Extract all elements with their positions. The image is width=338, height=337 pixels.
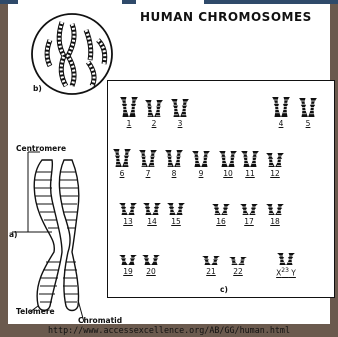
- chromosome-pair-20: [142, 255, 160, 265]
- chromosome-number-8: 8: [172, 169, 177, 178]
- chromosome-number-10: 10: [223, 169, 233, 178]
- chromosome-pair-2: [145, 100, 163, 117]
- panel-a-chromosome: [12, 152, 84, 322]
- chromosome-number-6: 6: [120, 169, 125, 178]
- chromosome-pair-X: [277, 253, 295, 265]
- chromosome-pair-16: [212, 204, 230, 215]
- centromere-label: Centromere: [16, 144, 66, 153]
- chromosome-number-4: 4: [279, 119, 284, 128]
- chromosome-pair-13: [119, 203, 137, 215]
- chromosome-number-17: 17: [244, 217, 254, 226]
- chromosome-number-19: 19: [123, 267, 133, 276]
- chromosome-number-X: X23 Y: [276, 267, 296, 278]
- chromosome-number-11: 11: [245, 169, 255, 178]
- chromosome-pair-22: [229, 257, 247, 265]
- chromosome-number-16: 16: [216, 217, 226, 226]
- panel-b-label: b): [33, 84, 42, 93]
- chromosome-number-2: 2: [152, 119, 157, 128]
- chromosome-pair-12: [266, 153, 284, 167]
- chromosome-pair-14: [143, 203, 161, 215]
- chromosome-pair-19: [119, 255, 137, 265]
- chromosome-number-15: 15: [171, 217, 181, 226]
- chromosome-pair-10: [219, 151, 237, 167]
- chromosome-pair-17: [240, 204, 258, 215]
- chromosome-pair-6: [113, 149, 131, 167]
- chromosome-number-1: 1: [127, 119, 132, 128]
- chromosome-number-20: 20: [146, 267, 156, 276]
- chromosome-pair-8: [165, 150, 183, 167]
- chromosome-pair-3: [171, 99, 189, 117]
- chromosome-number-5: 5: [306, 119, 311, 128]
- chromosome-number-18: 18: [270, 217, 280, 226]
- panel-b-cell-circle: [32, 14, 112, 94]
- chromatid-label: Chromatid: [78, 316, 122, 325]
- chromosome-number-14: 14: [147, 217, 157, 226]
- chromosome-number-9: 9: [199, 169, 204, 178]
- chromosome-pair-1: [120, 97, 138, 117]
- chromosome-number-12: 12: [270, 169, 280, 178]
- telomere-label: Telomere: [16, 307, 55, 316]
- chromosome-pair-15: [167, 203, 185, 215]
- chromosome-pair-18: [266, 204, 284, 215]
- chromosome-pair-4: [272, 97, 290, 117]
- chromosome-number-13: 13: [123, 217, 133, 226]
- chromosome-pair-21: [202, 256, 220, 265]
- panel-a-label: a): [9, 230, 18, 239]
- chromosome-pair-5: [299, 98, 317, 117]
- chromosome-number-3: 3: [178, 119, 183, 128]
- chromosome-pair-11: [241, 151, 259, 167]
- chromosome-number-22: 22: [233, 267, 243, 276]
- karyotype-drawing: [108, 81, 334, 297]
- chromosome-pair-9: [192, 151, 210, 167]
- source-url: http://www.accessexcellence.org/AB/GG/hu…: [0, 325, 338, 335]
- panel-c-label: c): [220, 285, 228, 294]
- chromosome-number-7: 7: [146, 169, 151, 178]
- chromosome-pair-7: [139, 150, 157, 167]
- chromosome-number-21: 21: [206, 267, 216, 276]
